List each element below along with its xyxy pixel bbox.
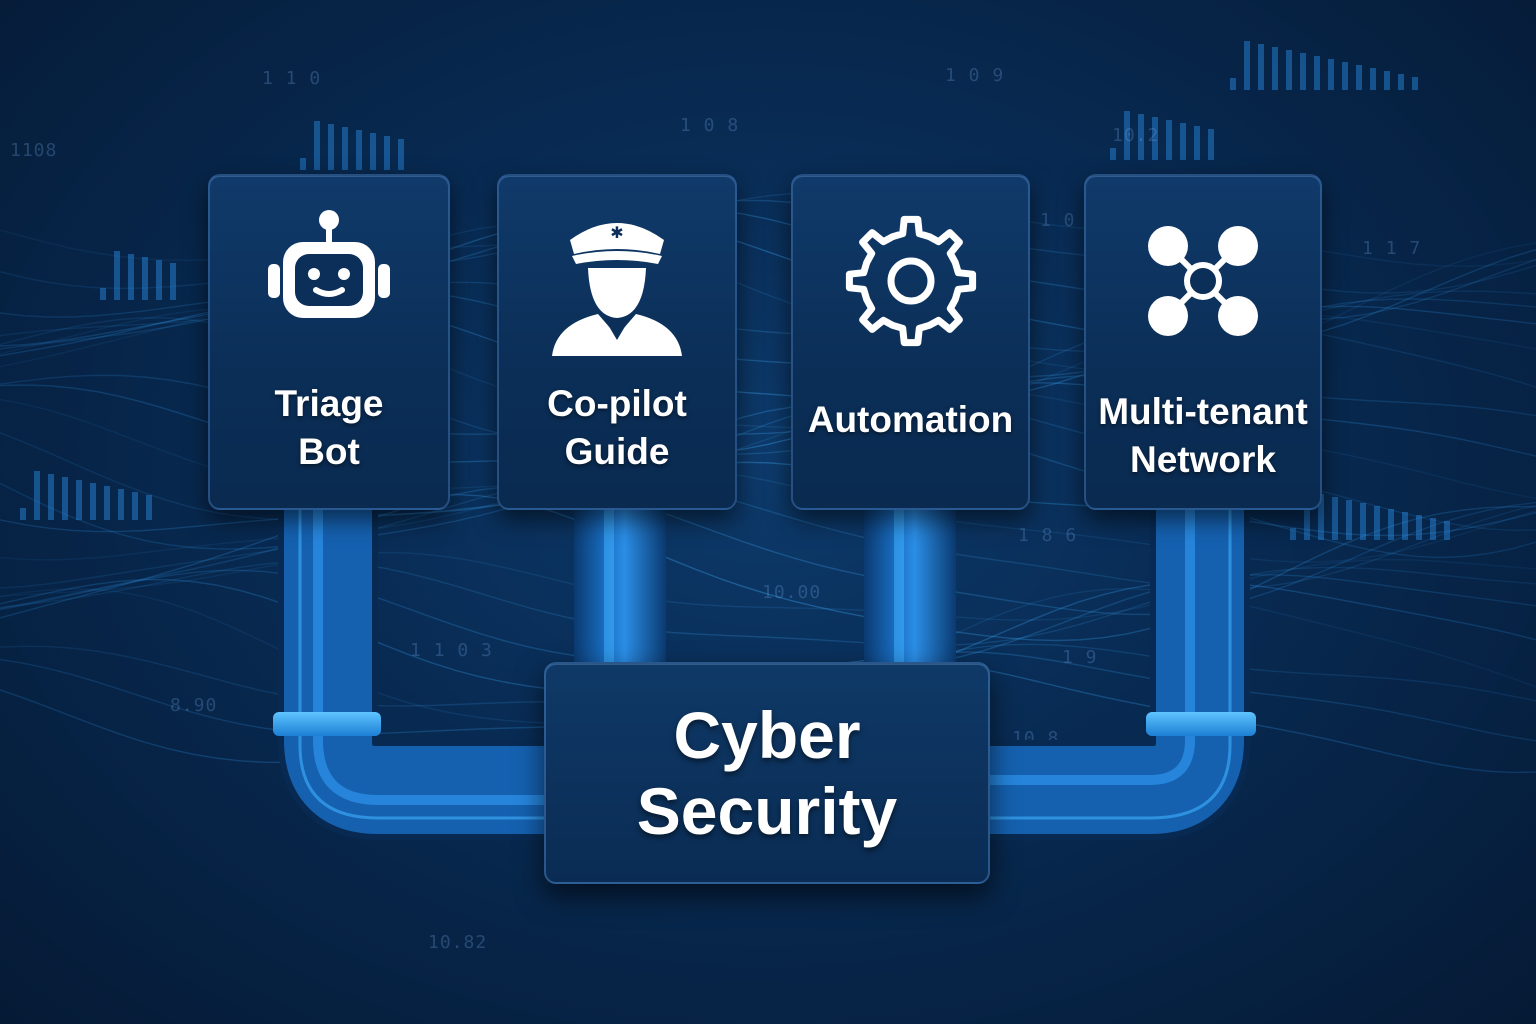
gear-icon xyxy=(793,206,1028,356)
card-label: Multi-tenant Network xyxy=(1098,391,1308,480)
background-number: 10.00 xyxy=(762,582,822,603)
svg-text:✱: ✱ xyxy=(610,223,623,242)
pilot-icon: ✱ xyxy=(499,206,735,356)
background-number: 1 9 xyxy=(1062,647,1098,668)
background-number: 1 0 0 xyxy=(1040,210,1100,231)
hub-label-line2: Security xyxy=(636,774,898,848)
background-number: 10.2 xyxy=(1112,125,1160,146)
card-copilot-guide: ✱ Co-pilot Guide xyxy=(497,174,737,510)
pipe-automation xyxy=(864,505,956,665)
hub-label-line1: Cyber xyxy=(673,698,861,772)
background-number: 1 1 0 xyxy=(262,68,322,89)
background-number: 1 8 6 xyxy=(1018,525,1078,546)
network-icon xyxy=(1086,206,1320,356)
background-number: 1 1 7 xyxy=(1362,238,1422,259)
card-label: Triage Bot xyxy=(274,383,384,472)
card-multi-tenant-network: Multi-tenant Network xyxy=(1084,174,1322,510)
background-number: 1 0 8 xyxy=(680,115,740,136)
robot-icon xyxy=(210,206,448,356)
pipe-clamp xyxy=(1146,712,1256,736)
background-number: 1 0 9 xyxy=(945,65,1005,86)
pipe-clamp xyxy=(273,712,381,736)
background-number: 1108 xyxy=(10,140,58,161)
hub-cyber-security: Cyber Security xyxy=(544,662,990,884)
card-automation: Automation xyxy=(791,174,1030,510)
background-number: 1 1 0 3 xyxy=(410,640,493,661)
card-triage-bot: Triage Bot xyxy=(208,174,450,510)
card-label: Co-pilot Guide xyxy=(547,383,687,472)
pipe-copilot xyxy=(574,505,666,665)
card-label: Automation xyxy=(807,399,1014,440)
background-number: 10.82 xyxy=(428,932,488,953)
background-number: 8.90 xyxy=(170,695,218,716)
